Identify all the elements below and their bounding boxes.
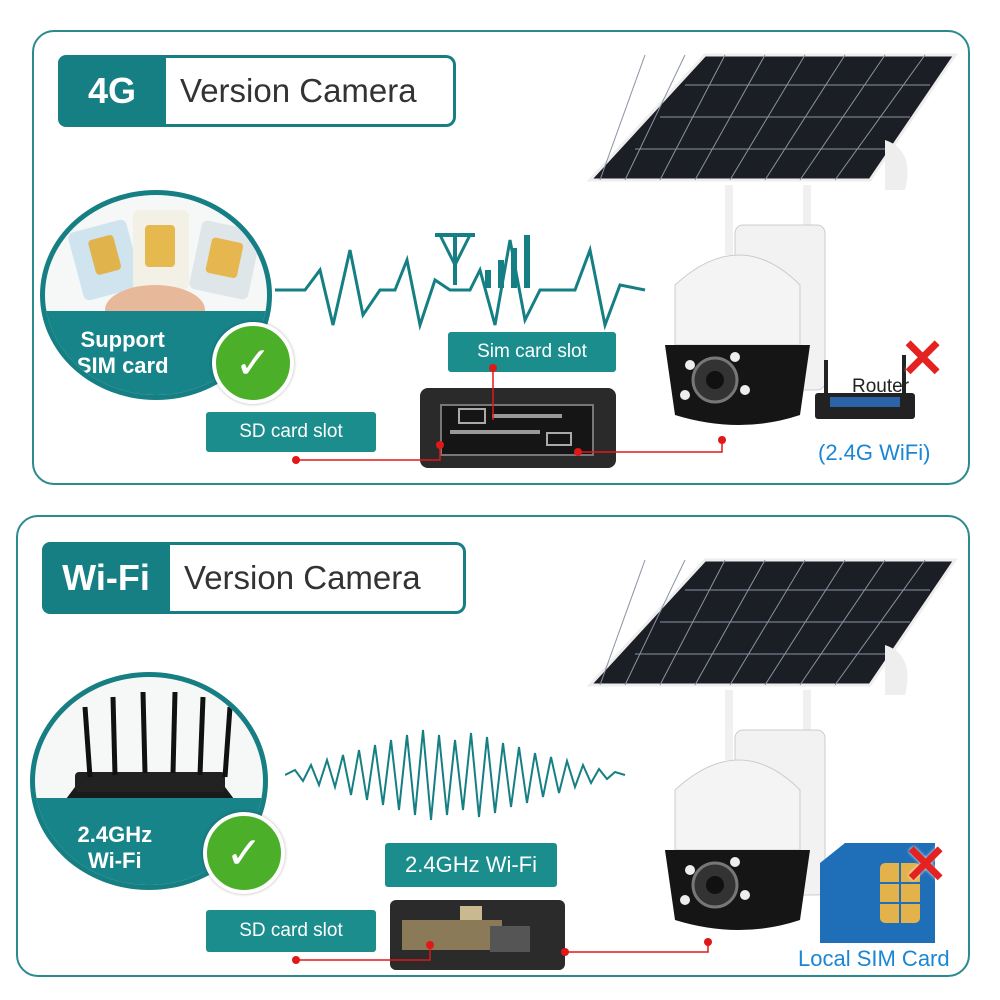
pointer-dot bbox=[704, 938, 712, 946]
pointer-dot bbox=[489, 364, 497, 372]
title-version-camera: Version Camera bbox=[170, 542, 466, 614]
pointer-dot bbox=[561, 948, 569, 956]
sd-card-slot-label: SD card slot bbox=[206, 412, 376, 452]
card-slot-photo bbox=[390, 900, 565, 970]
sd-card-slot-label: SD card slot bbox=[206, 910, 376, 952]
signal-tower-icon bbox=[435, 233, 530, 288]
pointer-dot bbox=[574, 448, 582, 456]
sim-card-slot-label: Sim card slot bbox=[448, 332, 616, 372]
wifi-circle-text: 2.4GHz Wi-Fi bbox=[77, 822, 153, 873]
pointer-dot bbox=[426, 941, 434, 949]
title-version-camera: Version Camera bbox=[166, 55, 456, 127]
router-wifi-label: (2.4G WiFi) bbox=[818, 440, 931, 465]
cross-icon: ✕ bbox=[900, 329, 946, 389]
sim-card-icon bbox=[820, 843, 935, 943]
router-icon bbox=[815, 355, 915, 419]
wifi-label: 2.4GHz Wi-Fi bbox=[385, 843, 557, 887]
sim-card-icon bbox=[68, 210, 261, 315]
pointer-dot bbox=[292, 956, 300, 964]
solar-camera-icon bbox=[586, 53, 958, 425]
section-wifi-title: Wi-Fi Version Camera bbox=[42, 542, 466, 614]
support-sim-text: Support SIM card bbox=[76, 327, 169, 378]
pointer-dot bbox=[292, 456, 300, 464]
tag-4g: 4G bbox=[58, 55, 166, 127]
pointer-dot bbox=[436, 441, 444, 449]
cross-icon: ✕ bbox=[903, 835, 949, 895]
wave-icon bbox=[285, 729, 626, 821]
card-slot-photo bbox=[420, 388, 616, 468]
check-icon: ✓ bbox=[212, 322, 294, 404]
router-icon bbox=[60, 691, 240, 807]
section-4g-title: 4G Version Camera bbox=[58, 55, 456, 127]
solar-camera-icon bbox=[586, 558, 958, 930]
local-sim-label: Local SIM Card bbox=[798, 946, 950, 971]
check-icon: ✓ bbox=[203, 812, 285, 894]
pointer-lines bbox=[296, 367, 723, 461]
router-label: Router bbox=[852, 376, 910, 397]
tag-wifi: Wi-Fi bbox=[42, 542, 170, 614]
signal-wave-icon bbox=[275, 233, 646, 331]
pointer-dot bbox=[718, 436, 726, 444]
